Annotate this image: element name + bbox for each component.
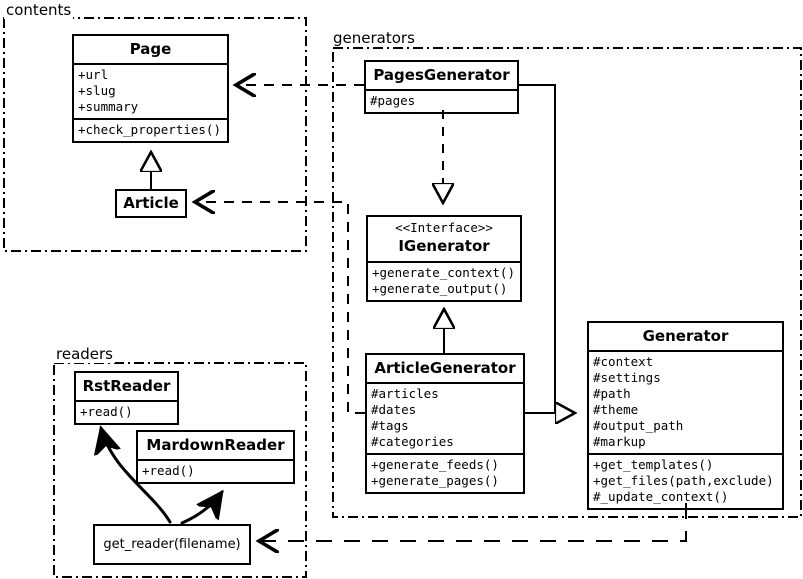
method: +generate_feeds() — [371, 457, 499, 472]
class-name-mardown-reader: MardownReader — [146, 436, 285, 454]
method: +generate_output() — [372, 281, 508, 296]
class-box-page[interactable]: Page +url +slug +summary +check_properti… — [72, 34, 229, 143]
class-box-rst-reader[interactable]: RstReader +read() — [74, 371, 179, 425]
function-box-get-reader[interactable]: get_reader(filename) — [93, 524, 251, 565]
class-box-generator[interactable]: Generator #context #settings #path #them… — [587, 321, 784, 510]
class-methods-mardown-reader: +read() — [138, 459, 293, 482]
relationship-get-reader-returns-mardownreader — [180, 492, 222, 525]
function-label-get-reader: get_reader(filename) — [103, 537, 241, 552]
class-methods-article-generator: +generate_feeds() +generate_pages() — [367, 453, 523, 492]
method: +generate_pages() — [371, 473, 499, 488]
attribute: #settings — [593, 370, 661, 385]
class-attributes-pages-generator: #pages — [366, 89, 517, 112]
package-label-generators: generators — [331, 29, 417, 47]
class-name-page: Page — [129, 40, 172, 58]
class-box-article[interactable]: Article — [115, 189, 187, 218]
class-attributes-generator: #context #settings #path #theme #output_… — [589, 350, 782, 453]
class-box-mardown-reader[interactable]: MardownReader +read() — [136, 430, 295, 484]
class-box-igenerator[interactable]: <<Interface>> IGenerator +generate_conte… — [366, 215, 522, 302]
attribute: +slug — [78, 83, 116, 98]
method: +read() — [142, 463, 195, 478]
attribute: #dates — [371, 402, 417, 417]
class-box-article-generator[interactable]: ArticleGenerator #articles #dates #tags … — [365, 353, 525, 494]
method: +get_files(path,exclude) — [593, 473, 774, 488]
package-label-readers: readers — [54, 345, 115, 363]
attribute: #categories — [371, 434, 454, 449]
attribute: #markup — [593, 434, 646, 449]
class-attributes-page: +url +slug +summary — [74, 63, 227, 118]
class-name-rst-reader: RstReader — [82, 377, 171, 395]
attribute: +url — [78, 67, 109, 82]
class-methods-page: +check_properties() — [74, 118, 227, 141]
method: +get_templates() — [593, 457, 714, 472]
attribute: #tags — [371, 418, 409, 433]
class-stereotype-igenerator: <<Interface>> — [395, 220, 493, 235]
method: +check_properties() — [78, 122, 221, 137]
attribute: #theme — [593, 402, 639, 417]
class-name-generator: Generator — [642, 327, 729, 345]
class-name-article: Article — [123, 194, 179, 212]
package-label-contents: contents — [4, 1, 74, 19]
class-header-igenerator: <<Interface>> IGenerator — [368, 217, 520, 261]
class-name-pages-generator: PagesGenerator — [373, 66, 510, 84]
attribute: #articles — [371, 386, 439, 401]
relationship-articlegenerator-uses-article — [195, 202, 365, 414]
class-name-article-generator: ArticleGenerator — [374, 359, 516, 377]
attribute: #output_path — [593, 418, 684, 433]
class-box-pages-generator[interactable]: PagesGenerator #pages — [364, 60, 519, 114]
attribute: #pages — [370, 93, 416, 108]
attribute: #context — [593, 354, 654, 369]
attribute: #path — [593, 386, 631, 401]
class-methods-generator: +get_templates() +get_files(path,exclude… — [589, 453, 782, 508]
class-attributes-article-generator: #articles #dates #tags #categories — [367, 382, 523, 453]
attribute: +summary — [78, 99, 139, 114]
method: +generate_context() — [372, 265, 515, 280]
method: #_update_context() — [593, 489, 729, 504]
method: +read() — [80, 404, 133, 419]
class-name-igenerator: IGenerator — [398, 237, 490, 255]
class-methods-rst-reader: +read() — [76, 400, 177, 423]
class-methods-igenerator: +generate_context() +generate_output() — [368, 261, 520, 300]
